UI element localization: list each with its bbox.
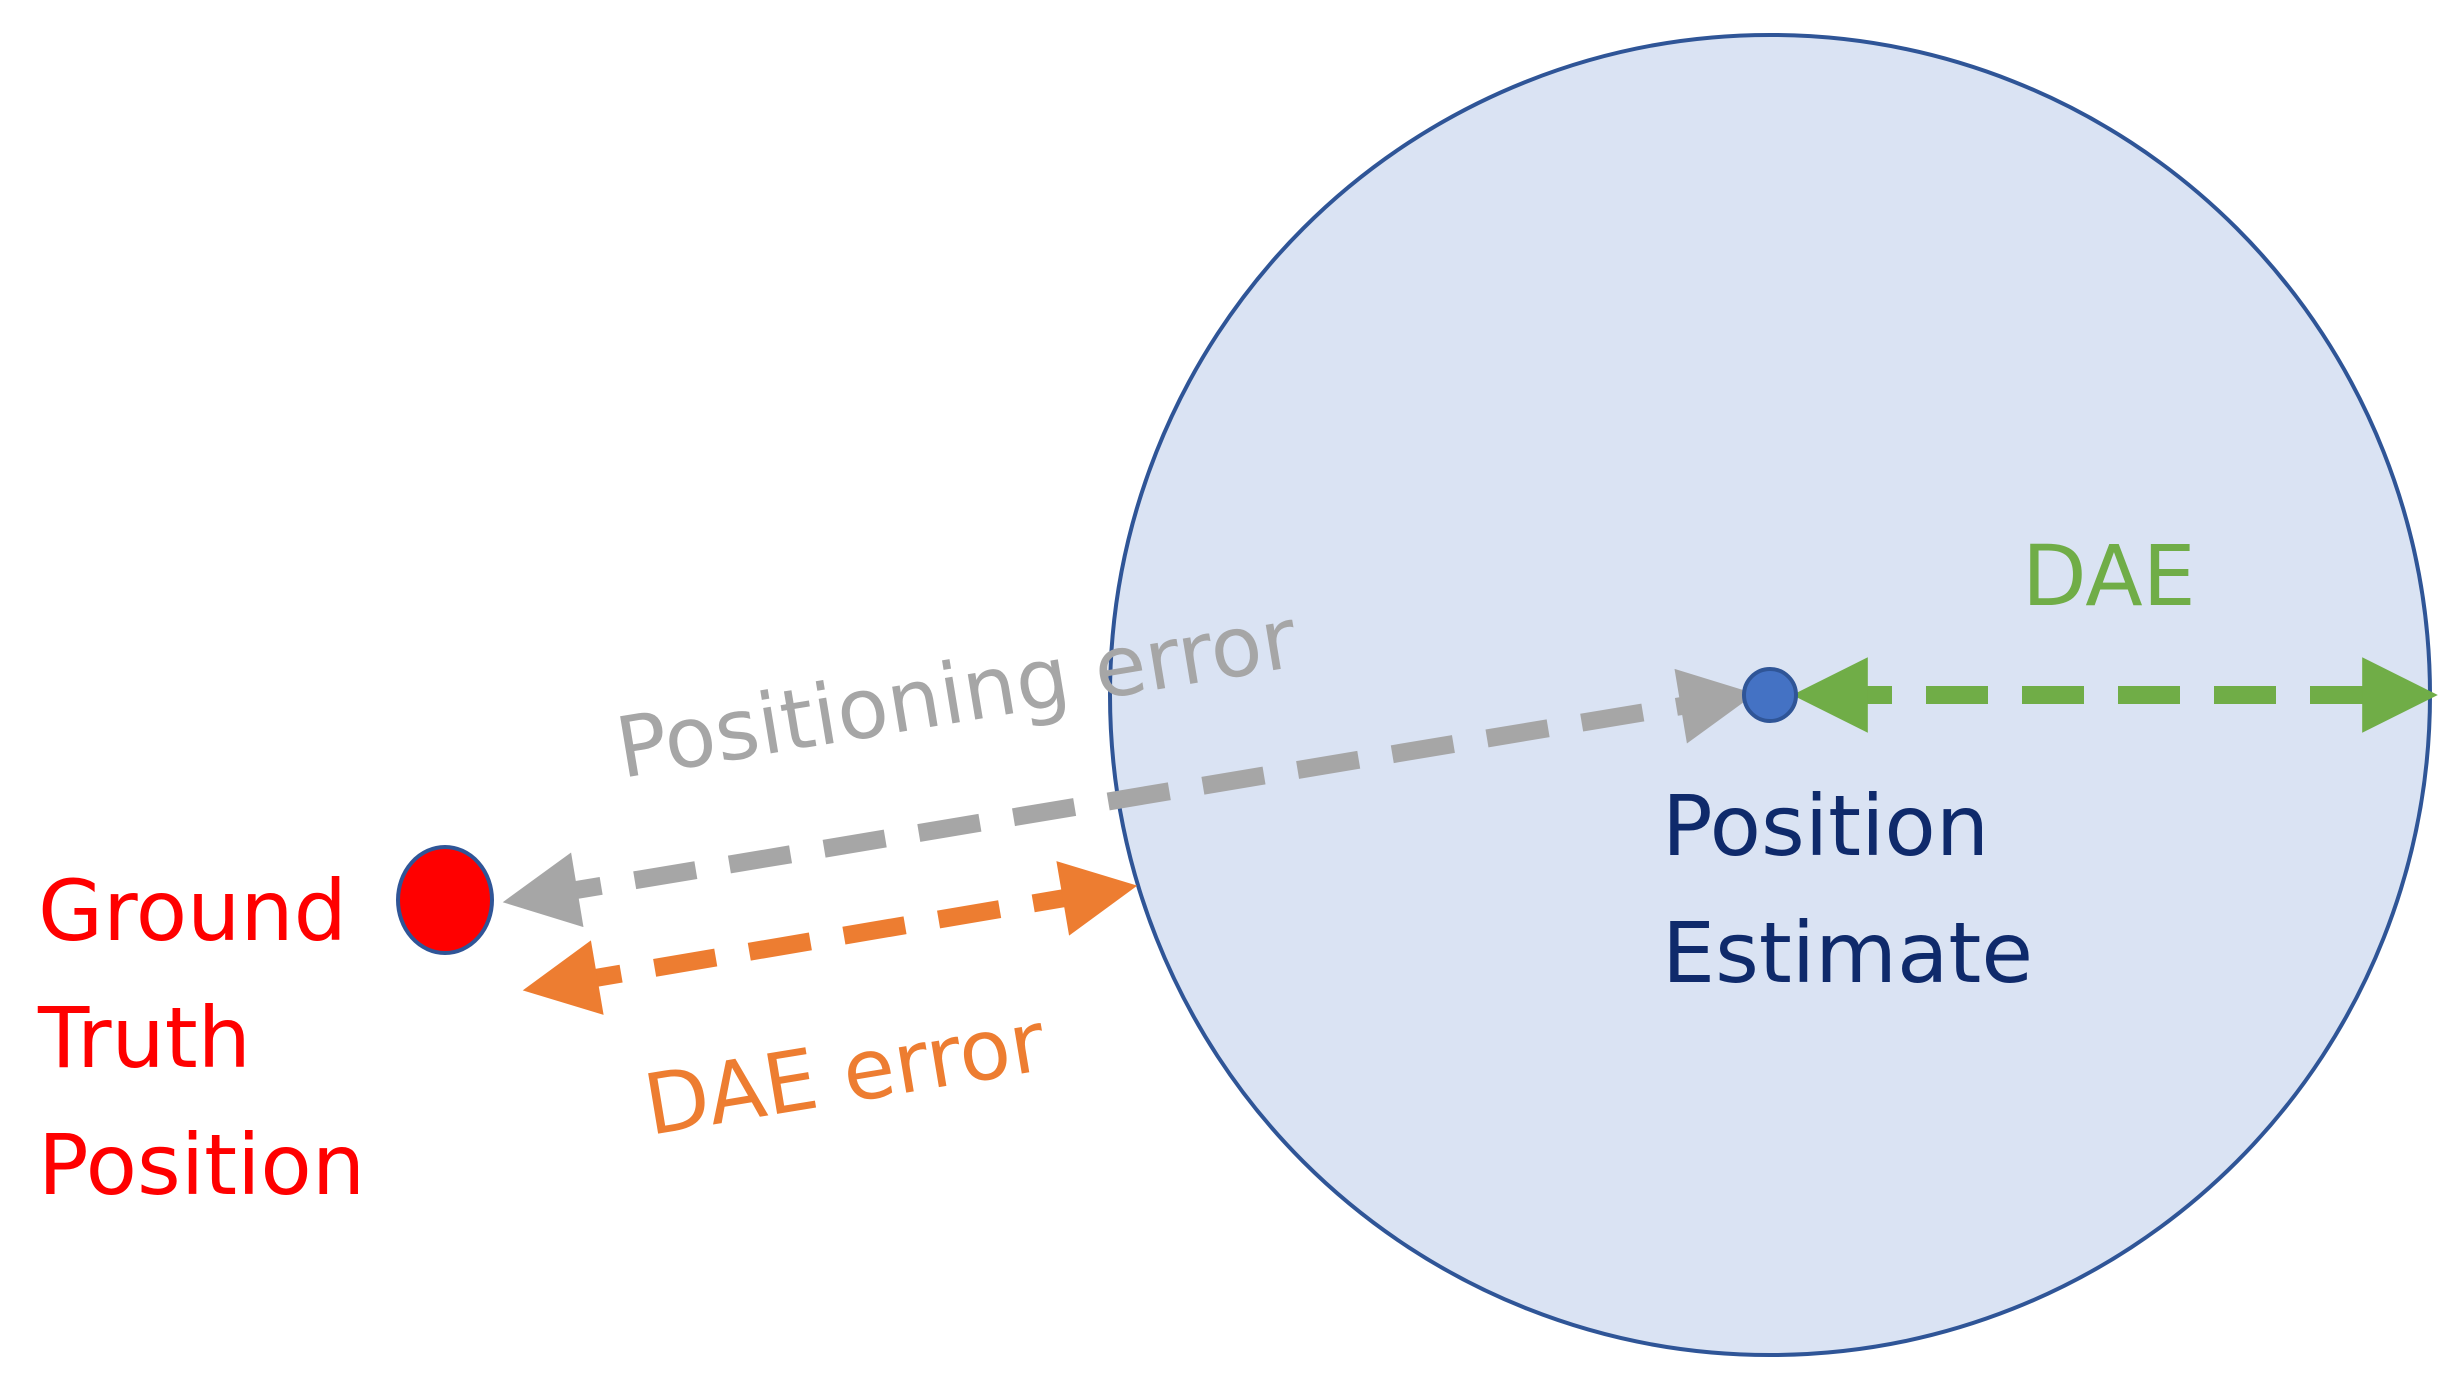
dae-error-arrow	[522, 861, 1138, 1015]
dae-error-label: DAE error	[637, 992, 1052, 1155]
ground-truth-label-line2: Truth	[37, 989, 251, 1087]
position-estimate-dot	[1742, 667, 1798, 723]
ground-truth-dot	[396, 845, 494, 955]
ground-truth-label-line3: Position	[38, 1116, 365, 1214]
dae-label: DAE	[2022, 527, 2196, 625]
position-estimate-label-line2: Estimate	[1662, 904, 2033, 1002]
ground-truth-label-line1: Ground	[38, 862, 347, 960]
position-estimate-label-line1: Position	[1662, 777, 1989, 875]
